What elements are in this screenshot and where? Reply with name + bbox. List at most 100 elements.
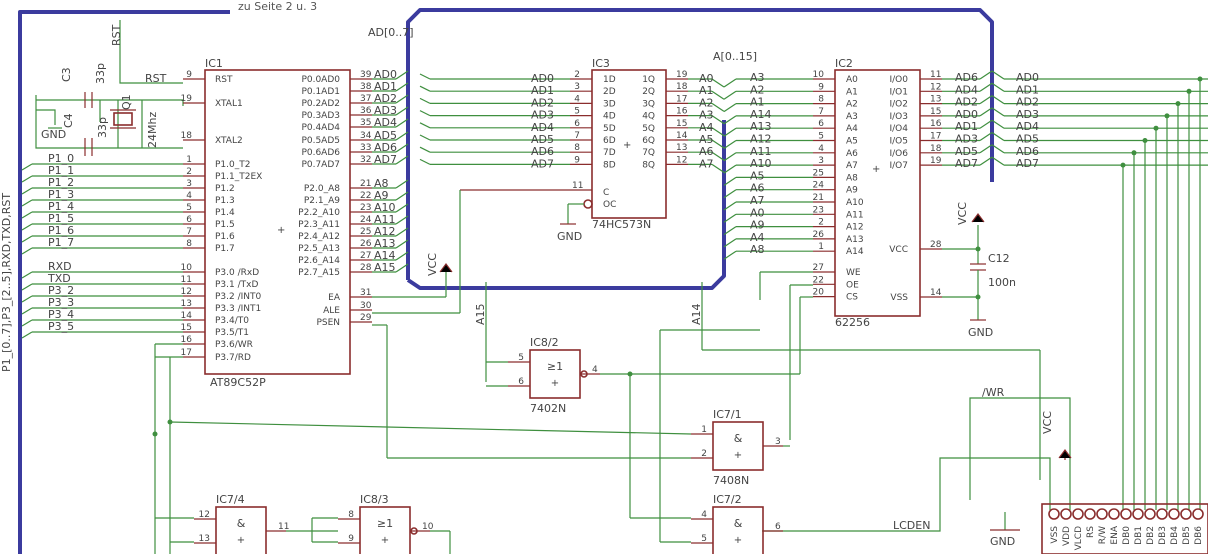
ic1-body (204, 69, 351, 375)
ic8-2-part-label: 7402N (530, 402, 566, 415)
bus-entry (723, 164, 737, 174)
ic2-pin-number: 10 (813, 70, 825, 80)
ic2-addr-net-label: A1 (750, 96, 765, 109)
ic2-pin-number: 20 (813, 288, 825, 298)
port-net-label: P1_2 (48, 176, 74, 189)
ic1-pin-number: 29 (360, 313, 372, 323)
bus-entry (395, 251, 409, 261)
ic3-pin-number: 8 (574, 143, 580, 153)
ic3-pin-number: 5 (574, 107, 580, 117)
bus-entry (21, 187, 33, 195)
ic1-pin-name: P0.6AD6 (301, 148, 340, 158)
ic2-pin-name: I/O7 (890, 161, 909, 171)
ic2-addr-net-label: A4 (750, 231, 765, 244)
bus-entry (723, 78, 737, 88)
right-edge-net-label: AD5 (1016, 133, 1039, 146)
bus-entry (395, 155, 409, 165)
ic2-addr-net-label: A6 (750, 182, 765, 195)
ic2-pin-name: CS (846, 293, 858, 303)
lcden-label: LCDEN (893, 519, 930, 532)
ic3-pin-number: 17 (676, 94, 687, 104)
ic2-pin-number: 22 (813, 275, 824, 285)
ic2-pin-name: A7 (846, 161, 858, 171)
ic2-pin-name: VCC (889, 245, 908, 255)
ic2-addr-net-label: A7 (750, 194, 765, 207)
ic2-origin-mark: + (872, 164, 880, 175)
ic2-pin-name: A12 (846, 223, 864, 233)
ic8-2-symbol: ≥1 (547, 360, 563, 373)
ic1-net-label: AD5 (374, 129, 397, 142)
ic1-pin-number: 4 (186, 191, 192, 201)
ic2-addr-net-label: A3 (750, 71, 765, 84)
bus-entry (991, 82, 1005, 92)
ic1-pin-number: 16 (181, 335, 193, 345)
ic3-pin-name: C (603, 188, 609, 198)
lcd-pin-label: VLCD (1074, 526, 1084, 550)
ic2-pin-number: 16 (930, 119, 942, 129)
ic1-pin-name: P3.5/T1 (215, 328, 249, 338)
ic3-part-label: 74HC573N (592, 218, 651, 231)
ic2-pin-name: A2 (846, 100, 858, 110)
ic7-1-part-label: 7408N (713, 474, 749, 487)
junction-dot (1164, 113, 1170, 119)
ic8-2-name-label: IC8/2 (530, 336, 559, 349)
ic1-pin-name: P1.5 (215, 220, 235, 230)
bus-entry (419, 110, 431, 117)
ic1-pin-name: P1.6 (215, 232, 235, 242)
lcd-pin-pad (1168, 508, 1180, 520)
bus-entry (395, 131, 409, 141)
ic2-pin-name: I/O1 (890, 87, 909, 97)
ic1-net-label: A14 (374, 249, 396, 262)
ic7-1-in1 (169, 421, 692, 435)
ic3-in-net-label: AD6 (531, 145, 554, 158)
ic1-origin-mark: + (277, 225, 285, 236)
ic1-pin-number: 13 (181, 299, 192, 309)
lcd-pin-label: DB4 (1170, 526, 1180, 545)
lcd-pin-pad (1192, 508, 1204, 520)
ic2-data-net-label: AD1 (955, 120, 978, 133)
bus-entry (979, 107, 993, 117)
ic3-pin-number: 14 (676, 131, 688, 141)
ic1-pin-number: 3 (186, 179, 192, 189)
bus-entry (419, 97, 431, 104)
ic3-pin-number: 19 (676, 70, 688, 80)
ic3-in-net-label: AD3 (531, 109, 554, 122)
ic2-pin-number: 14 (930, 288, 942, 298)
bus-top-left (18, 10, 230, 554)
ic2-part-label: 62256 (835, 316, 870, 329)
bus-entry (395, 203, 409, 213)
ic7-1-body (712, 421, 764, 471)
bus-entry (395, 118, 409, 128)
ic3-pin-name: 1Q (642, 75, 655, 85)
bus-entry (395, 263, 409, 273)
port-net-label: P1_7 (48, 236, 74, 249)
ic1-name-label: IC1 (205, 57, 223, 70)
ic2-pin-number: 12 (930, 82, 941, 92)
ic3-in-net-label: AD2 (531, 96, 554, 109)
ic2-pin-name: VSS (890, 293, 908, 303)
ic1-pin-name: P0.1AD1 (301, 87, 340, 97)
ic1-pin-name: P3.2 /INT0 (215, 292, 262, 302)
vcc-label: VCC (426, 253, 439, 276)
bus-entry (991, 156, 1005, 166)
ic2-pin-name: I/O0 (890, 75, 909, 85)
ic3-pin-number: 15 (676, 119, 687, 129)
lcd-pin-pad (1048, 508, 1060, 520)
ic2-addr-net-label: A13 (750, 120, 772, 133)
ic2-data-net-label: AD6 (955, 71, 978, 84)
gate-origin-mark: + (237, 535, 245, 546)
rst-label-2: RST (145, 72, 167, 85)
gate-pin-number: 6 (518, 377, 524, 387)
ic1-pin-number: 34 (360, 131, 372, 141)
ic2-pin-number: 9 (818, 82, 824, 92)
bus-entry (711, 115, 725, 125)
lcd-pin-label: DB2 (1146, 526, 1156, 545)
vcc-arrow (439, 263, 453, 273)
ic2-pin-name: A0 (846, 75, 858, 85)
c3-value: 33p (94, 63, 107, 84)
bus-entry (21, 307, 33, 315)
ic1-pin-name: P2.0_A8 (304, 184, 340, 194)
ic3-pin-number: 7 (574, 131, 580, 141)
ic2-addr-net-label: A14 (750, 108, 772, 121)
bus-entry (395, 239, 409, 249)
